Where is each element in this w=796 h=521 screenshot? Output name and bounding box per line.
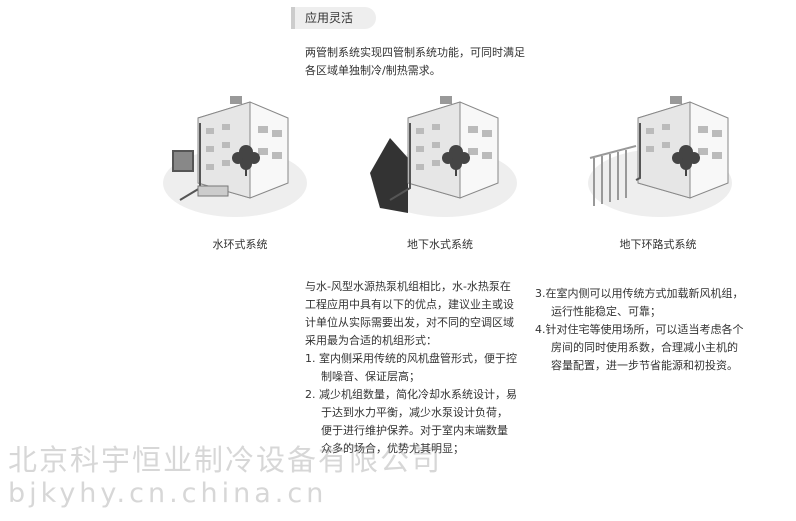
caption-groundwater: 地下水式系统 bbox=[407, 238, 473, 251]
building-groundwater-illustration bbox=[370, 96, 517, 217]
section-badge: 应用灵活 bbox=[291, 7, 376, 29]
section-badge-label: 应用灵活 bbox=[305, 11, 354, 25]
building-water-loop-illustration bbox=[163, 96, 307, 217]
list-item: 1. 室内侧采用传统的风机盘管形式，便于控制噪音、保证层高； bbox=[305, 352, 517, 383]
caption-water-loop: 水环式系统 bbox=[212, 238, 268, 251]
list-item: 4.针对住宅等使用场所，可以适当考虑各个房间的同时使用系数，合理减小主机的容量配… bbox=[535, 323, 744, 372]
intro-text: 两管制系统实现四管制系统功能，可同时满足各区域单独制冷/制热需求。 bbox=[305, 46, 525, 77]
caption-ground-loop: 地下环路式系统 bbox=[619, 238, 697, 251]
advantages-left-column: 与水-风型水源热泵机组相比，水-水热泵在工程应用中具有以下的优点，建议业主或设计… bbox=[305, 278, 517, 458]
watermark-url: bjkyhy.cn.china.cn bbox=[8, 478, 328, 509]
building-ground-loop-illustration bbox=[588, 96, 732, 217]
list-item: 2. 减少机组数量，简化冷却水系统设计，易于达到水力平衡，减少水泵设计负荷，便于… bbox=[305, 388, 517, 455]
advantages-intro: 与水-风型水源热泵机组相比，水-水热泵在工程应用中具有以下的优点，建议业主或设计… bbox=[305, 280, 514, 347]
advantages-right-column: 3.在室内侧可以用传统方式加载新风机组，运行性能稳定、可靠； 4.针对住宅等使用… bbox=[535, 285, 745, 375]
list-item: 3.在室内侧可以用传统方式加载新风机组，运行性能稳定、可靠； bbox=[535, 287, 744, 318]
